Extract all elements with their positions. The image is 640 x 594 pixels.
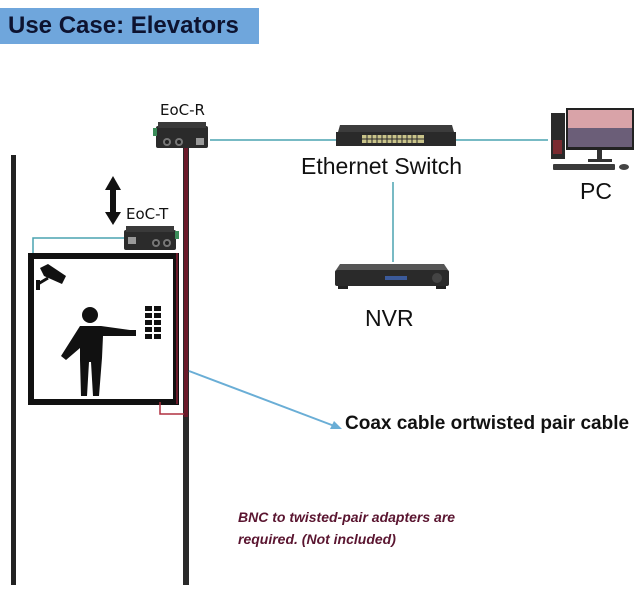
adapter-note-line-1: BNC to twisted-pair adapters are xyxy=(238,509,456,525)
security-camera-icon xyxy=(36,264,66,290)
page-title: Use Case: Elevators xyxy=(0,8,259,44)
nvr-device[interactable] xyxy=(335,264,449,289)
shaft-left-rail xyxy=(11,155,16,585)
pc-device[interactable] xyxy=(551,108,634,170)
nvr-label: NVR xyxy=(365,305,414,331)
adapter-note-line-2: required. (Not included) xyxy=(238,531,396,547)
cable-callout-arrow xyxy=(188,370,342,429)
person-icon xyxy=(61,307,136,396)
eoc-t-label: EoC-T xyxy=(126,205,169,223)
ethernet-switch-device[interactable] xyxy=(336,125,456,146)
coax-cable-run xyxy=(184,147,188,417)
eoc-r-device[interactable] xyxy=(153,122,208,148)
eoc-r-label: EoC-R xyxy=(160,101,205,119)
adapter-note: BNC to twisted-pair adapters are require… xyxy=(238,506,455,550)
pc-label: PC xyxy=(580,178,612,204)
up-down-arrow-icon xyxy=(105,176,121,225)
cable-type-label: Coax cable ortwisted pair cable xyxy=(345,413,630,434)
elevator-car xyxy=(28,253,184,415)
ethernet-switch-label: Ethernet Switch xyxy=(301,153,463,179)
elevator-keypad-icon xyxy=(145,306,161,339)
eoc-t-device[interactable] xyxy=(124,226,179,250)
